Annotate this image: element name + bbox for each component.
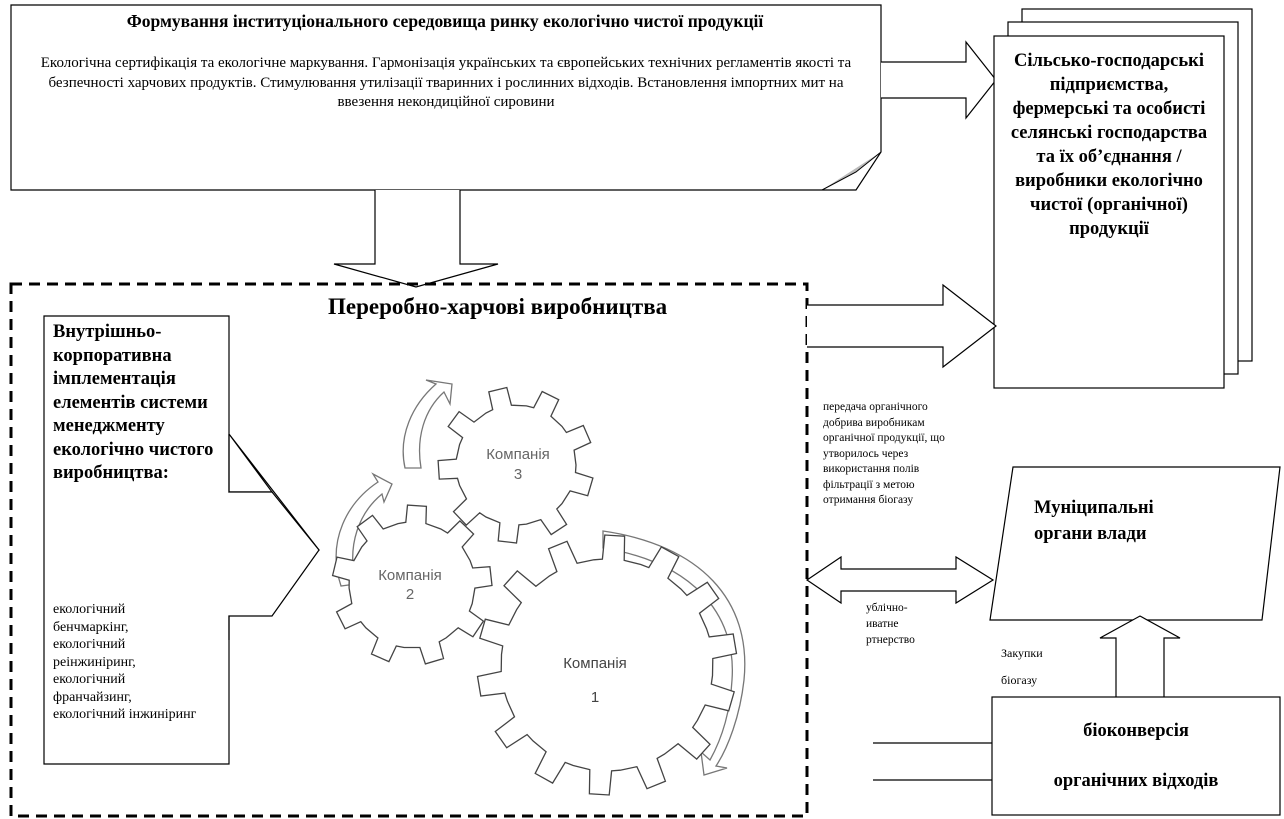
arrow-processing-to-producers: [807, 283, 997, 369]
biogas-purchase-label: Закупки біогазу: [1001, 640, 1091, 694]
bioconversion-line2: органічних відходів: [1053, 771, 1219, 791]
ppp-line3: ртнерство: [866, 634, 915, 646]
municipal-shape: [989, 466, 1281, 621]
gear-3-shape: [437, 386, 594, 544]
gear-1-company: Компанія: [563, 655, 627, 672]
top-box-fold: [821, 151, 882, 191]
arrow-ppp-double: [805, 555, 995, 605]
gear-2-company: Компанія: [378, 567, 442, 584]
gear-3-number: 3: [513, 466, 523, 483]
gear-1-shape: [476, 534, 738, 796]
processing-frame: [9, 282, 809, 818]
arrow-bioconversion-to-municipal: [1099, 615, 1181, 697]
ppp-line1: ублічно-: [866, 602, 908, 614]
gear-2-shape: [331, 504, 493, 665]
bioconversion-line1: біоконверсія: [1083, 721, 1189, 741]
processing-title: Переробно-харчові виробництва: [328, 294, 668, 319]
gear-1-number: 1: [590, 689, 600, 706]
bioconversion-text: біоконверсія органічних відходів: [992, 706, 1280, 806]
ppp-label: ублічно- иватне ртнерство: [866, 600, 956, 648]
ppp-line2: иватне: [866, 618, 899, 630]
municipal-line1: Муніципальні: [1034, 498, 1154, 518]
gear-2-label: Компанія 2: [355, 566, 465, 604]
bioconversion-box-shape: [991, 696, 1281, 816]
top-box-title: Формування інституціонального середовища…: [126, 11, 764, 31]
arrow-top-to-processing: [333, 190, 499, 288]
curved-arrow-left: [335, 472, 393, 587]
internal-callout-shape: [43, 315, 320, 765]
internal-heading: Внутрішньо-корпоративна імплементація ел…: [53, 322, 214, 483]
top-box-shape: [10, 4, 882, 191]
gear-2-number: 2: [405, 586, 415, 603]
internal-list: екологічний бенчмаркінг, екологічний реі…: [53, 602, 197, 722]
gears-group: [331, 386, 738, 796]
fertilizer-note: передача органічного добрива виробникам …: [823, 401, 945, 506]
curved-arrow-top: [402, 379, 453, 469]
producers-text: Сільсько-господарські підприємства, ферм…: [1010, 51, 1208, 239]
internal-callout-pointer: [228, 434, 320, 640]
gear-1-label: Компанія 1: [540, 647, 650, 715]
municipal-line2: органи влади: [1034, 524, 1147, 544]
arrow-top-to-producers: [881, 40, 997, 120]
biogas-purchase-line2: біогазу: [1001, 673, 1038, 687]
biogas-purchase-line1: Закупки: [1001, 646, 1043, 660]
municipal-text: Муніципальні органи влади: [1034, 495, 1254, 547]
gear-3-company: Компанія: [486, 446, 550, 463]
producers-box-shape: [993, 35, 1225, 389]
top-box-body: Екологічна сертифікація та екологічне ма…: [40, 55, 852, 110]
gear-3-label: Компанія 3: [463, 445, 573, 485]
